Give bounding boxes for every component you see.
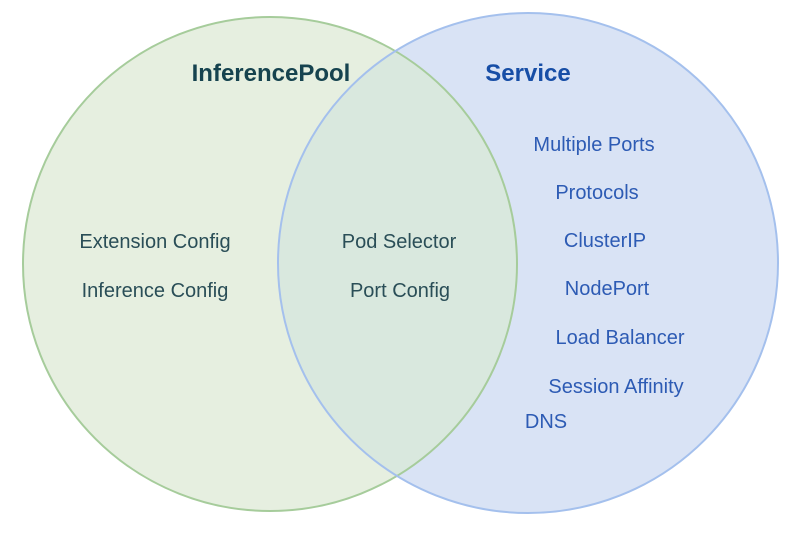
right-item-protocols: Protocols	[555, 182, 639, 204]
overlap-item-pod-selector: Pod Selector	[341, 231, 457, 253]
service-title: Service	[485, 60, 571, 87]
right-item-session-affinity: Session Affinity	[548, 376, 684, 398]
overlap-item-port-config: Port Config	[349, 280, 451, 302]
inferencepool-title: InferencePool	[191, 60, 351, 87]
right-item-clusterip: ClusterIP	[563, 230, 647, 252]
right-item-multiple-ports: Multiple Ports	[533, 134, 655, 156]
service-circle-outline	[277, 12, 779, 514]
right-item-load-balancer: Load Balancer	[555, 327, 685, 349]
right-item-nodeport: NodePort	[564, 278, 650, 300]
right-item-dns: DNS	[524, 411, 568, 433]
inferencepool-circle-outline	[22, 16, 518, 512]
left-item-inference-config: Inference Config	[81, 280, 229, 302]
overlap-region	[278, 17, 517, 511]
left-item-extension-config: Extension Config	[79, 231, 231, 253]
